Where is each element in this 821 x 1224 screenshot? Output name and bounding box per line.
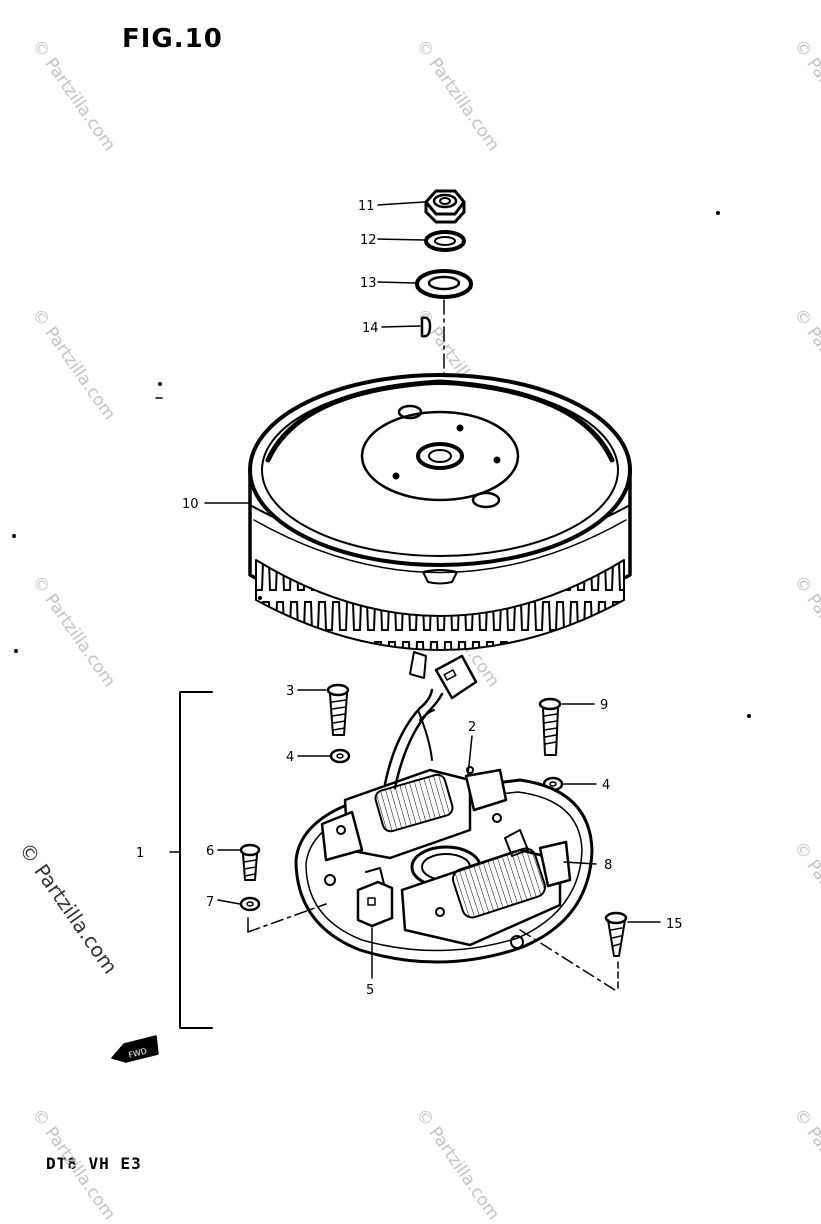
key-part-14 — [420, 316, 432, 338]
callout-4-left: 4 — [286, 750, 294, 765]
callout-6: 6 — [206, 844, 214, 859]
callout-10: 10 — [182, 497, 199, 512]
washer-part-4-left — [329, 748, 351, 764]
screw-part-6 — [239, 843, 261, 881]
callout-9: 9 — [600, 698, 608, 713]
callout-7: 7 — [206, 895, 214, 910]
callout-13: 13 — [360, 276, 377, 291]
callout-4-right: 4 — [602, 778, 610, 793]
fwd-label: FWD — [128, 1047, 148, 1060]
callout-1: 1 — [136, 846, 144, 861]
fwd-arrow-icon — [111, 1035, 159, 1063]
callout-15: 15 — [666, 917, 683, 932]
screw-part-9 — [538, 697, 562, 756]
flywheel-part-10 — [248, 373, 632, 651]
lock-washer-part-12 — [424, 230, 466, 252]
wire-harness — [383, 651, 478, 790]
stator-plate-part-1 — [294, 766, 594, 964]
nut-part-11 — [424, 189, 466, 224]
callout-14: 14 — [362, 321, 379, 336]
callout-12: 12 — [360, 233, 377, 248]
callout-11: 11 — [358, 199, 375, 214]
callout-5: 5 — [366, 983, 374, 998]
model-code: DT8 VH E3 — [46, 1154, 142, 1173]
screw-part-15 — [604, 911, 628, 957]
screw-part-3 — [326, 683, 350, 736]
figure-title: FIG.10 — [122, 24, 223, 54]
callout-3: 3 — [286, 684, 294, 699]
washer-part-13 — [415, 269, 473, 299]
callout-2: 2 — [468, 720, 476, 735]
washer-part-7 — [239, 896, 261, 912]
callout-8: 8 — [604, 858, 612, 873]
